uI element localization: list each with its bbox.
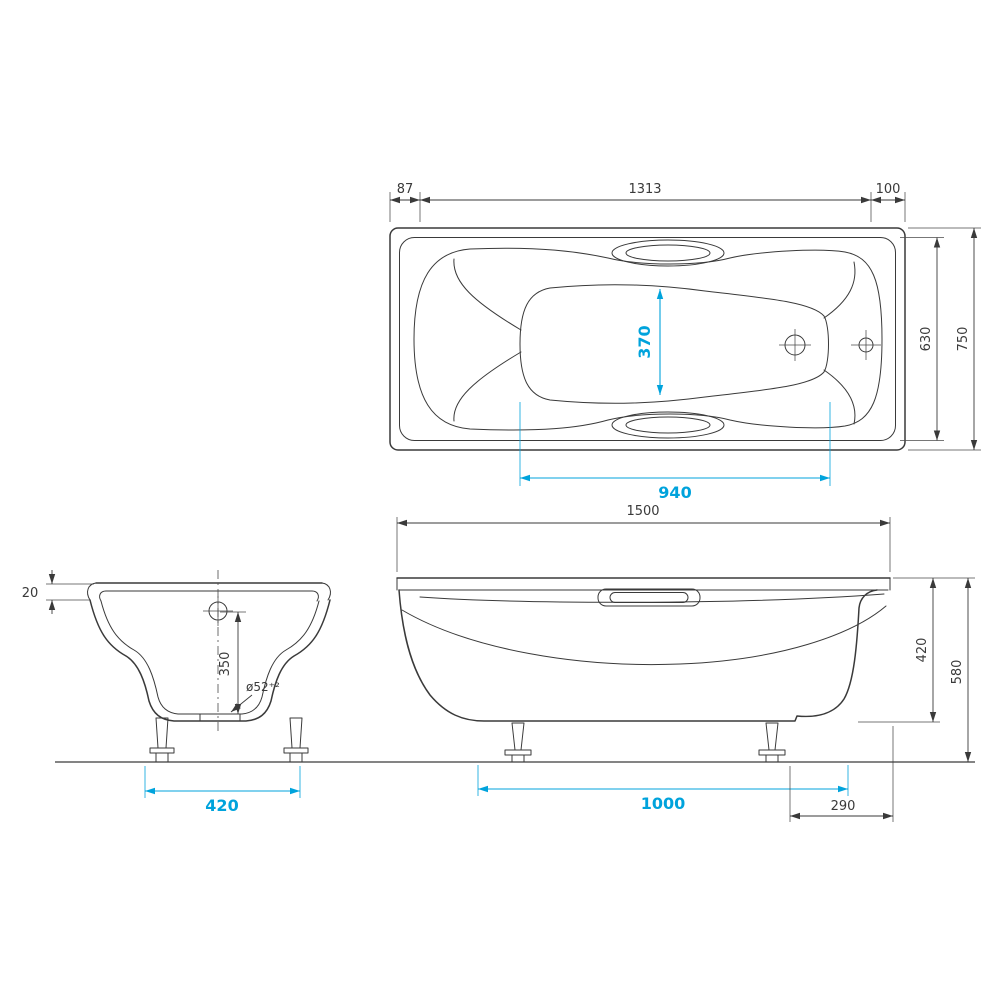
dim-420-height-label: 420 [915,638,930,663]
dim-1000-label: 1000 [641,794,686,813]
drain-diameter-label: ø52⁺² [246,680,280,694]
armrest-curve-upper-right [823,261,856,319]
bottom-grip-inner [625,416,711,434]
section-outer-wall [89,599,331,722]
section-inner-wall [100,600,320,715]
dim-87-label: 87 [397,182,414,197]
top-view: 87 1313 100 630 750 370 940 [389,182,981,502]
dim-20-label: 20 [22,586,39,601]
section-lip-left-inner [99,590,107,602]
basin-floor-outline [519,284,829,404]
overflow-handle-outer [597,588,701,607]
dim-100-label: 100 [876,182,901,197]
dim-370-label: 370 [635,325,654,358]
top-grip-inner [625,244,711,262]
top-grip-outer [611,239,725,267]
side-view: 420 580 1000 290 [396,577,975,822]
section-lip-left [87,582,97,601]
bottom-grip-outer [611,411,725,439]
drain-leader-line [230,694,253,713]
side-style-wave [401,605,887,666]
armrest-curve-lower-right [823,369,856,425]
section-lip-right-inner [311,590,319,602]
section-lip-right [321,582,331,601]
dim-290-label: 290 [831,799,856,814]
dim-580-label: 580 [950,660,965,685]
dim-940-label: 940 [658,483,691,502]
side-apron-outline [398,589,878,722]
section-drain-symbol [203,596,233,626]
dim-630-label: 630 [919,327,934,352]
dim-750-label: 750 [956,327,971,352]
section-leg-left [149,717,175,763]
section-view: 20 350 ø52⁺² 420 [22,570,331,815]
dim-1500-label: 1500 [626,504,659,519]
side-leg-left [504,722,532,763]
section-leg-right [283,717,309,763]
overflow-handle-inner [609,592,689,603]
armrest-curve-lower-left [453,351,522,422]
tub-inner-rim [399,237,896,441]
dim-1313-label: 1313 [628,182,661,197]
tub-outer-rim [389,227,906,451]
side-style-line [419,593,885,603]
overall-length-dimension: 1500 [396,504,891,572]
side-leg-right [758,722,786,763]
armrest-curve-upper-left [453,258,522,331]
drain-boss [199,713,241,722]
dim-350-label: 350 [218,652,233,677]
tub-inner-contour [413,247,883,431]
drain-symbol [779,329,811,361]
dim-420-base-label: 420 [205,796,238,815]
overflow-symbol [851,330,881,360]
